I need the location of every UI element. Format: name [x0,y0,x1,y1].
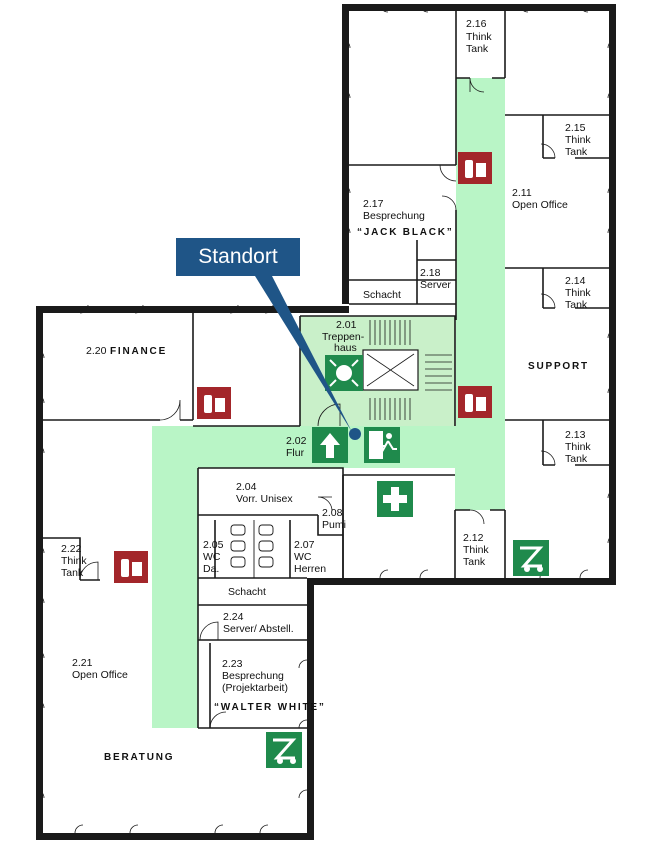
callout-pointer [255,276,352,432]
room-224-number: 2.24 [223,611,244,623]
zone-beratung: BERATUNG [104,752,174,763]
room-202-name: Flur [286,447,305,459]
room-223-number: 2.23 [222,658,243,670]
room-207-name: WC [294,551,312,563]
room-208-name: Pumi [322,519,346,531]
room-218-number: 2.18 [420,267,441,279]
room-216-name: Think [466,31,492,43]
room-221-number: 2.21 [72,657,93,669]
room-213-number: 2.13 [565,429,586,441]
room-220-name: FINANCE [110,346,167,357]
room-220-number: 2.20 [86,345,107,357]
room-207-name2: Herren [294,563,326,575]
room-217-title: “JACK BLACK” [357,227,454,238]
room-213-name: Think [565,441,591,453]
fire-extinguisher-icon [458,152,492,184]
room-222-name2: Tank [61,567,84,579]
fire-extinguisher-icon [114,551,148,583]
room-207-number: 2.07 [294,539,315,551]
room-216-number: 2.16 [466,18,487,30]
room-221-name: Open Office [72,669,128,681]
schacht-mid-label: Schacht [228,586,266,598]
room-202-number: 2.02 [286,435,307,447]
room-204-number: 2.04 [236,481,257,493]
room-214-name: Think [565,287,591,299]
room-217-number: 2.17 [363,198,384,210]
room-211-number: 2.11 [512,187,532,199]
interior-walls [43,11,609,729]
evacuation-chair-icon [266,732,302,768]
fire-extinguisher-icon [458,386,492,418]
schacht-top-label: Schacht [363,289,401,301]
room-201-name: Treppen- [322,331,365,343]
outer-walls [36,4,616,840]
room-223-title: “WALTER WHITE” [214,702,326,713]
room-201-number: 2.01 [336,319,357,331]
room-215-name: Think [565,134,591,146]
first-aid-icon [377,481,413,517]
room-214-number: 2.14 [565,275,586,287]
room-222-number: 2.22 [61,543,82,555]
room-224-name: Server/ Abstell. [223,623,294,635]
wc-fixtures [230,520,274,578]
room-216-name2: Tank [466,43,489,55]
stair-steps [362,320,452,420]
room-205-number: 2.05 [203,539,224,551]
fire-extinguisher-icon [197,387,231,419]
room-205-name: WC [203,551,221,563]
room-205-name2: Da. [203,563,219,575]
room-222-name: Think [61,555,87,567]
room-204-name: Vorr. Unisex [236,493,293,505]
assembly-point-icon [325,355,363,391]
zone-support: SUPPORT [528,361,589,372]
room-201-name2: haus [334,342,357,354]
room-212-name2: Tank [463,556,486,568]
room-208-number: 2.08 [322,507,343,519]
room-211-name: Open Office [512,199,568,211]
room-214-name2: Tank [565,299,588,311]
exit-direction-arrow-icon [312,427,348,463]
room-labels: 2.16 Think Tank 2.15 Think Tank 2.11 Ope… [61,18,591,763]
room-217-name: Besprechung [363,210,425,222]
room-212-number: 2.12 [463,532,484,544]
emergency-exit-icon [364,427,400,463]
evacuation-chair-icon [513,540,549,576]
room-215-number: 2.15 [565,122,586,134]
room-223-name: Besprechung [222,670,284,682]
location-callout: Standort [176,238,300,276]
location-dot-icon [349,428,361,440]
room-218-name: Server [420,279,451,291]
room-212-name: Think [463,544,489,556]
door-swings [79,77,556,729]
room-223-name2: (Projektarbeit) [222,682,288,694]
room-215-name2: Tank [565,146,588,158]
room-213-name2: Tank [565,453,588,465]
